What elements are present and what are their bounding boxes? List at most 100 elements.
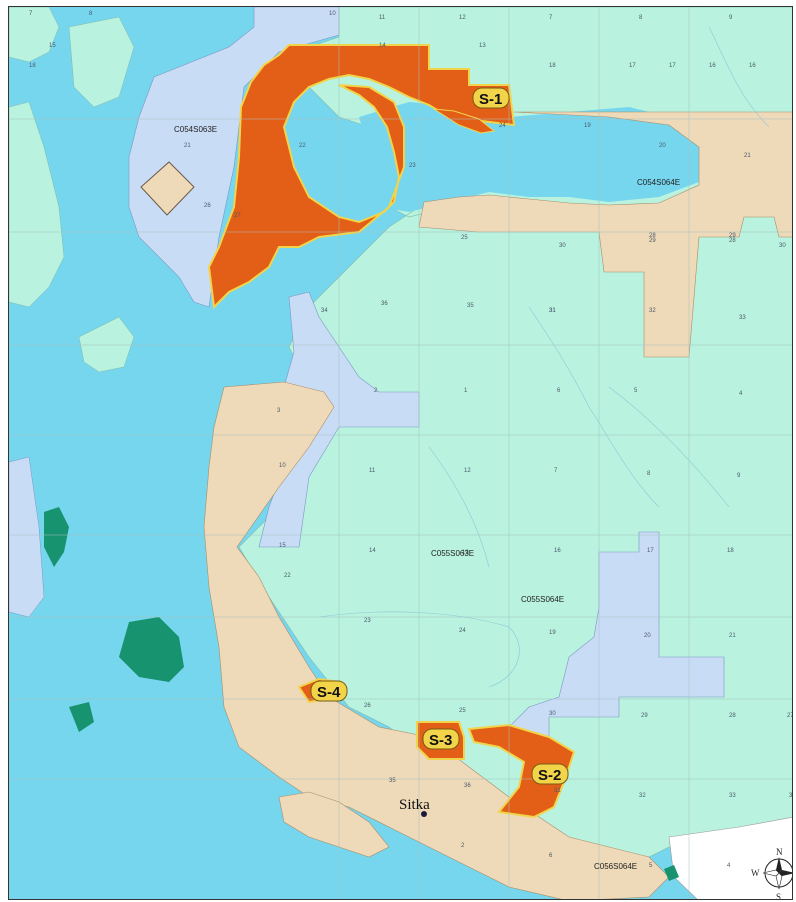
west-island-north — [9, 7, 60, 63]
section-number: 31 — [549, 308, 556, 314]
section-number: 7 — [29, 11, 33, 17]
section-number: 8 — [89, 11, 93, 17]
compass-west: W — [751, 868, 760, 878]
section-number: 7 — [554, 468, 558, 474]
north-bay-water — [359, 102, 699, 212]
section-number: 20 — [644, 633, 651, 639]
section-number: 25 — [461, 235, 468, 241]
section-number: 15 — [49, 43, 56, 49]
section-number: 5 — [634, 388, 638, 394]
section-number: 23 — [364, 618, 371, 624]
section-number: 9 — [729, 15, 733, 21]
site-label-s4[interactable]: S-4 — [310, 680, 348, 702]
section-number: 13 — [462, 550, 469, 556]
section-number: 23 — [409, 163, 416, 169]
section-number: 6 — [557, 388, 561, 394]
svg-text:S-1: S-1 — [479, 91, 502, 108]
section-number: 25 — [459, 708, 466, 714]
section-number: 20 — [659, 143, 666, 149]
section-number: 31 — [554, 788, 561, 794]
site-label-s3[interactable]: S-3 — [422, 728, 460, 750]
section-number: 18 — [29, 63, 36, 69]
section-number: 17 — [629, 63, 636, 69]
southern-island — [278, 791, 390, 858]
section-number: 29 — [649, 238, 656, 244]
section-number: 30 — [549, 711, 556, 717]
section-number: 3 — [277, 408, 281, 414]
section-number: 7 — [549, 15, 553, 21]
selection-area-s1[interactable] — [207, 44, 516, 310]
site-label-s1[interactable]: S-1 — [472, 87, 510, 109]
state-land-parcel — [140, 161, 195, 216]
section-number: 16 — [749, 63, 756, 69]
compass-rose-icon: N S W — [751, 847, 792, 900]
section-number: 8 — [639, 15, 643, 21]
section-number: 27 — [234, 213, 241, 219]
section-number: 26 — [204, 203, 211, 209]
section-number: 33 — [739, 315, 746, 321]
section-number: 33 — [729, 793, 736, 799]
compass-north: N — [776, 847, 783, 857]
section-number: 28 — [729, 713, 736, 719]
west-island-small — [78, 316, 135, 373]
township-label: C055S064E — [521, 595, 564, 604]
section-number: 12 — [459, 15, 466, 21]
svg-text:S-2: S-2 — [538, 767, 561, 784]
section-number: 32 — [649, 308, 656, 314]
city-marker[interactable] — [421, 811, 427, 817]
wetland-patch-3 — [69, 702, 94, 732]
wetland-patch-1 — [44, 507, 69, 567]
section-number: 35 — [389, 778, 396, 784]
wetland-patch-2 — [119, 617, 184, 682]
section-number: 24 — [459, 628, 466, 634]
section-number: 30 — [779, 243, 786, 249]
section-number: 10 — [329, 11, 336, 17]
section-number: 18 — [549, 63, 556, 69]
section-number: 22 — [299, 143, 306, 149]
section-number: 12 — [464, 468, 471, 474]
section-number: 17 — [669, 63, 676, 69]
section-number: 1 — [464, 388, 468, 394]
township-label: C054S064E — [637, 178, 680, 187]
section-number: 36 — [464, 783, 471, 789]
west-island-bay — [9, 101, 65, 308]
section-number: 13 — [479, 43, 486, 49]
section-number: 18 — [727, 548, 734, 554]
section-number: 27 — [787, 713, 793, 719]
section-number: 11 — [379, 15, 386, 21]
township-label: C054S063E — [174, 125, 217, 134]
svg-text:S-3: S-3 — [429, 732, 452, 749]
section-number: 14 — [379, 43, 386, 49]
section-number: 16 — [554, 548, 561, 554]
section-number: 21 — [184, 143, 191, 149]
section-number: 24 — [499, 123, 506, 129]
section-grid — [9, 7, 792, 899]
section-number: 34 — [321, 308, 328, 314]
section-number: 21 — [744, 153, 751, 159]
compass-south: S — [776, 892, 781, 900]
section-number: 6 — [549, 853, 553, 859]
section-number: 28 — [649, 233, 656, 239]
section-number: 29 — [729, 233, 736, 239]
section-number: 28 — [729, 238, 736, 244]
section-number: 31 — [549, 308, 556, 314]
section-number: 17 — [647, 548, 654, 554]
section-number: 8 — [647, 471, 651, 477]
section-number: 26 — [364, 703, 371, 709]
section-number: 21 — [729, 633, 736, 639]
section-number: 9 — [737, 473, 741, 479]
west-island-strip — [9, 456, 45, 618]
township-label: C055S063E — [431, 549, 474, 558]
section-number: 2 — [374, 388, 378, 394]
selection-area-s2[interactable] — [467, 723, 576, 819]
section-number: 16 — [709, 63, 716, 69]
section-number: 4 — [739, 391, 743, 397]
section-number: 4 — [727, 863, 731, 869]
section-number: 10 — [279, 463, 286, 469]
site-label-s2[interactable]: S-2 — [531, 763, 569, 785]
section-number: 5 — [649, 863, 653, 869]
